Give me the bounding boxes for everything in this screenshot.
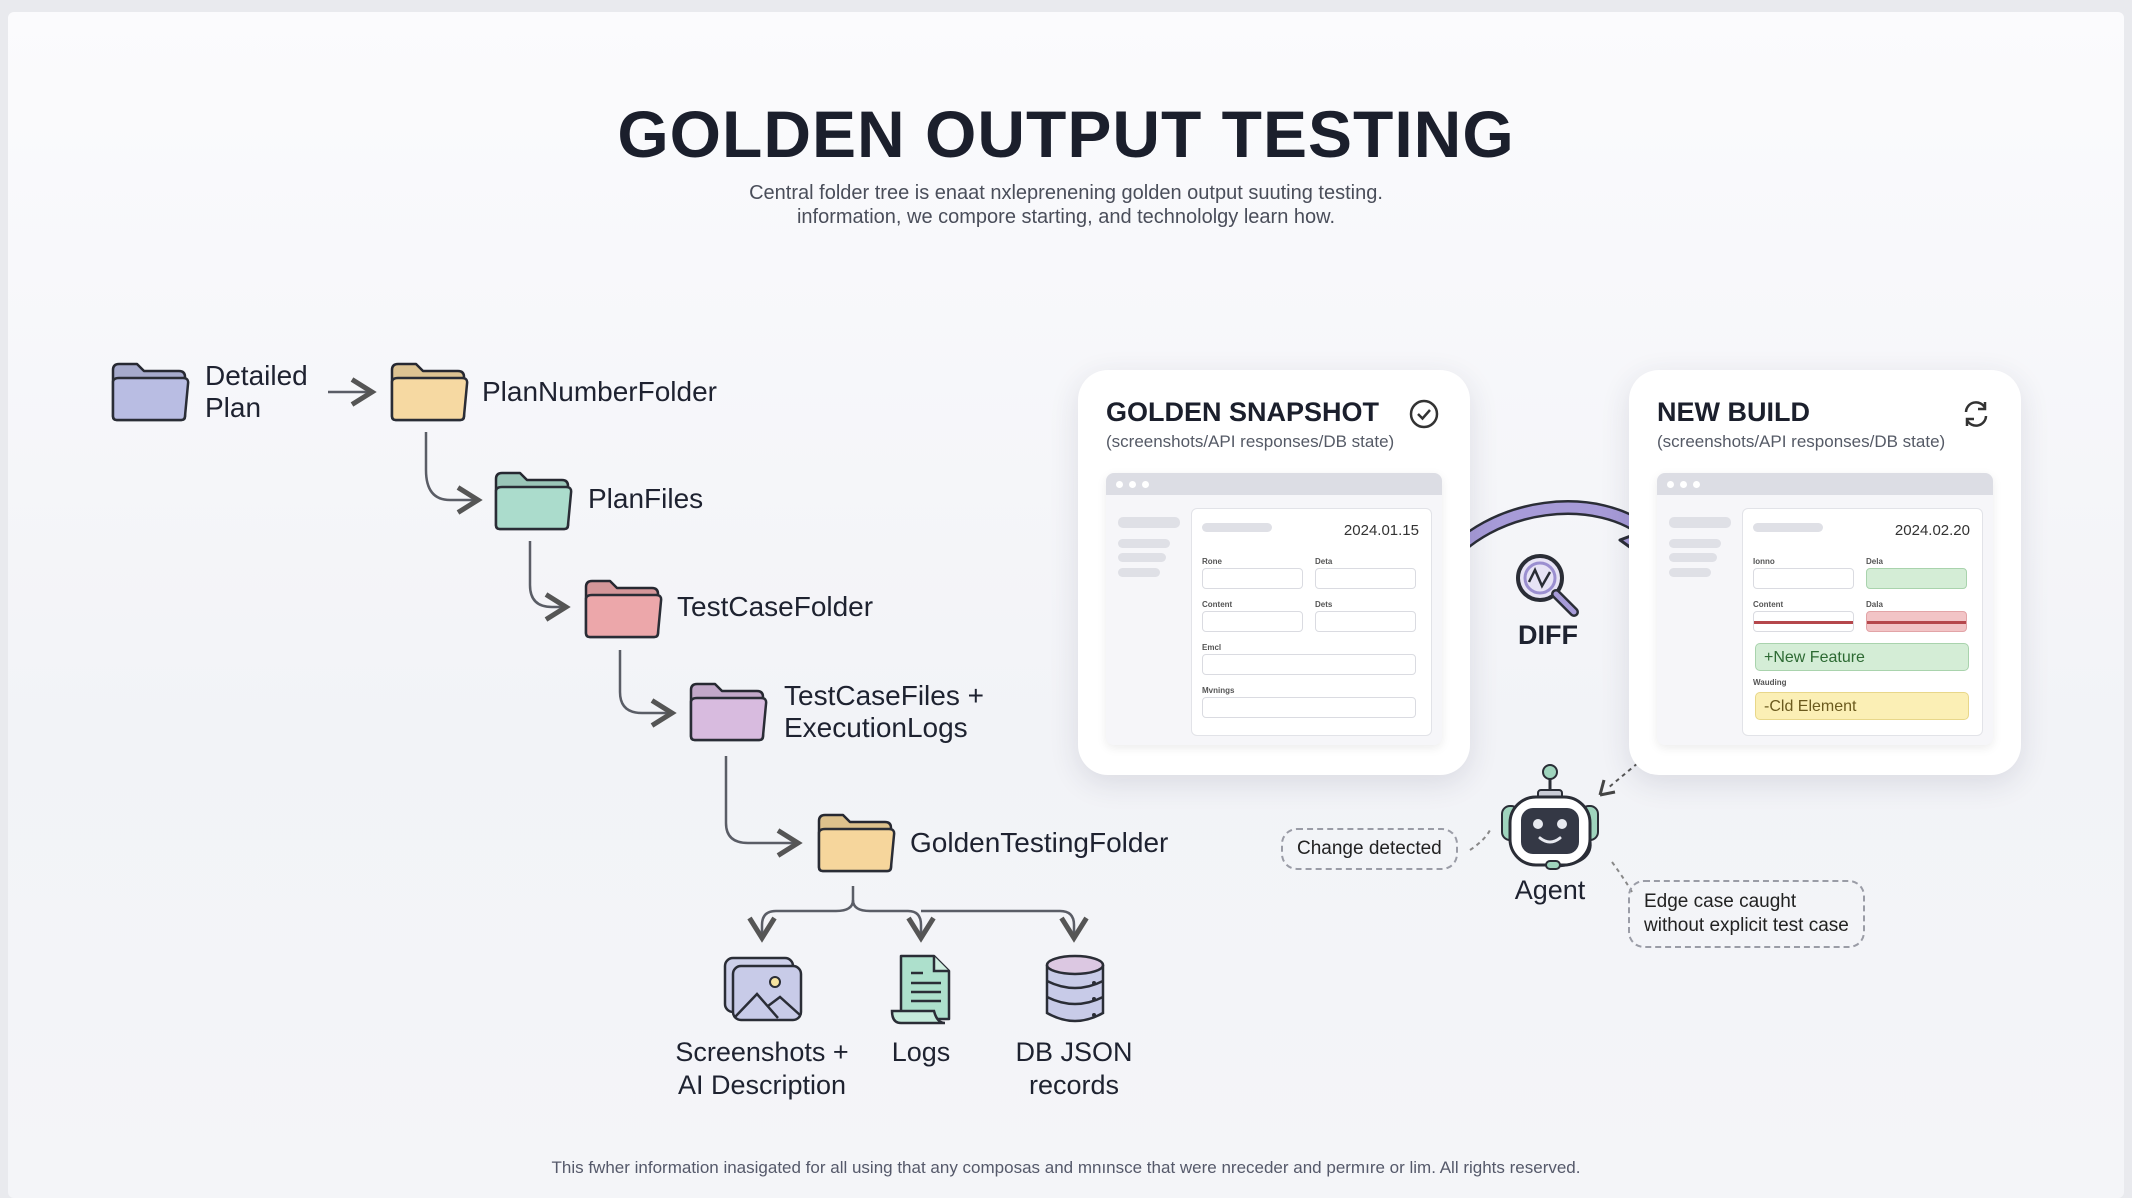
agent-label: Agent: [1514, 875, 1586, 905]
page-title: GOLDEN OUTPUT TESTING: [617, 97, 1515, 171]
branch-logs: [851, 899, 936, 943]
folder-icon-plannumberfolder[interactable]: [388, 360, 470, 429]
golden-snapshot-subtitle: (screenshots/API responses/DB state): [1106, 432, 1395, 451]
tree-label-goldentestingfolder: GoldenTestingFolder: [910, 827, 1169, 858]
tree-label-testcasefiles: TestCaseFiles +ExecutionLogs: [784, 680, 984, 743]
magnifier-icon: [1516, 554, 1579, 617]
golden-window-mock: 2024.01.15 Rone Deta Content Dets Emcl M…: [1106, 473, 1442, 745]
new-build-window-mock: 2024.02.20 Ionno Dela Content Dala +New …: [1657, 473, 1993, 745]
tree-label-testcasefolder: TestCaseFolder: [677, 591, 874, 622]
tree-label-plannumberfolder: PlanNumberFolder: [482, 376, 717, 407]
output-label-logs: Logs: [891, 1037, 951, 1067]
robot-agent-icon: [1501, 764, 1599, 870]
diff-label: DIFF: [1518, 620, 1578, 650]
connector-testcase-testcasefiles: [618, 650, 677, 728]
golden-snapshot-title: GOLDEN SNAPSHOT: [1106, 397, 1380, 427]
database-icon: [1045, 954, 1105, 1023]
connector-planfiles-testcase: [528, 541, 571, 622]
new-build-subtitle: (screenshots/API responses/DB state): [1657, 432, 1946, 451]
image-icon: [723, 956, 803, 1022]
output-label-screenshots: Screenshots +AI Description: [675, 1037, 849, 1100]
folder-icon-testcasefiles[interactable]: [687, 680, 769, 749]
subtitle-line-1: Central folder tree is enaat nxlepreneni…: [749, 182, 1383, 204]
subtitle-line-2: information, we compore starting, and te…: [796, 206, 1336, 228]
new-build-card: NEW BUILD (screenshots/API responses/DB …: [1629, 370, 2021, 775]
branch-db: [921, 909, 1089, 943]
folder-icon-detailed-plan[interactable]: [109, 360, 191, 429]
golden-date: 2024.01.15: [1343, 522, 1419, 539]
removed-element-tag: -Cld Element: [1755, 692, 1969, 720]
change-detected-bubble: Change detected: [1281, 828, 1458, 870]
check-circle-icon: [1409, 399, 1439, 429]
refresh-icon: [1964, 401, 1988, 427]
added-element-tag: +New Feature: [1755, 643, 1969, 671]
new-build-title: NEW BUILD: [1657, 397, 1810, 427]
branch-screenshots: [747, 886, 855, 943]
folder-icon-goldentestingfolder[interactable]: [815, 811, 897, 880]
folder-icon-testcasefolder[interactable]: [582, 577, 664, 646]
connector-testcasefiles-golden: [724, 756, 803, 858]
footer-text: This fwher information inasigated for al…: [551, 1158, 1581, 1177]
golden-snapshot-card: GOLDEN SNAPSHOT (screenshots/API respons…: [1078, 370, 1470, 775]
new-build-date: 2024.02.20: [1894, 522, 1970, 539]
document-icon: [890, 954, 951, 1025]
folder-icon-planfiles[interactable]: [492, 469, 574, 538]
tree-label-planfiles: PlanFiles: [588, 483, 704, 514]
connector-plannumber-planfiles: [424, 432, 483, 515]
